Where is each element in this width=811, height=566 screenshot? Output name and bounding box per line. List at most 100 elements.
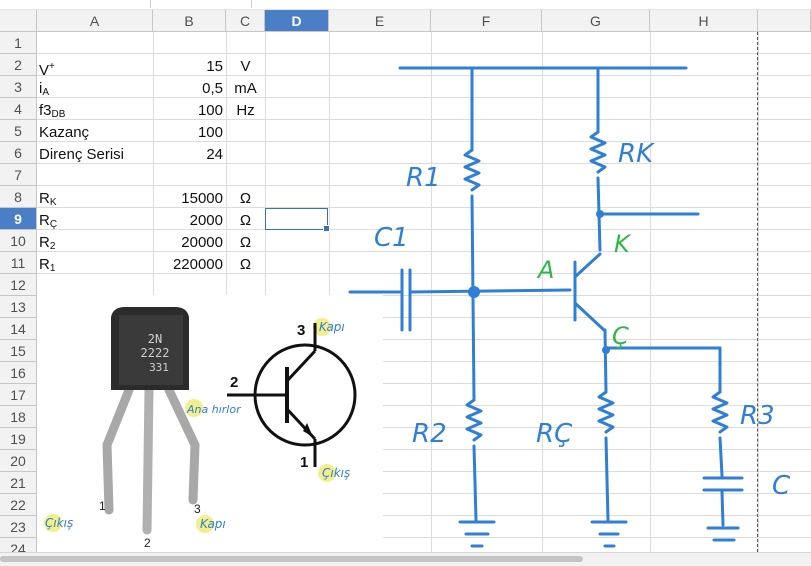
row-header-20[interactable]: 20 [0, 450, 37, 472]
grid-row-line [37, 493, 811, 494]
grid-row-line [37, 97, 811, 98]
pin-number-1: 1 [99, 499, 106, 513]
cell-c8[interactable]: Ω [239, 190, 252, 207]
pin-number-2: 2 [144, 536, 151, 550]
label-cikis-photo: Çıkış [45, 516, 73, 530]
cell-b3[interactable]: 0,5 [202, 80, 223, 97]
cell-b10[interactable]: 20000 [181, 234, 223, 251]
row-header-22[interactable]: 22 [0, 494, 37, 516]
row-header-11[interactable]: 11 [0, 252, 37, 274]
row-header-2[interactable]: 2 [0, 54, 37, 76]
cell-a2[interactable]: V+ [39, 61, 55, 79]
cell-a8[interactable]: RK [39, 190, 57, 208]
cell-a4[interactable]: f3DB [39, 102, 66, 120]
cell-b8[interactable]: 15000 [181, 190, 223, 207]
column-header-extra[interactable] [758, 10, 811, 32]
select-all-corner[interactable] [0, 10, 37, 32]
grid-row-line [37, 537, 811, 538]
row-header-7[interactable]: 7 [0, 164, 37, 186]
row-header-23[interactable]: 23 [0, 516, 37, 538]
npn-emitter-arrow [303, 423, 313, 437]
cell-b9[interactable]: 2000 [189, 212, 223, 229]
row-header-10[interactable]: 10 [0, 230, 37, 252]
cell-c2[interactable]: V [240, 58, 251, 75]
column-header-f[interactable]: F [431, 10, 542, 32]
cell-c4[interactable]: Hz [236, 102, 255, 119]
row-header-15[interactable]: 15 [0, 340, 37, 362]
npn-collector-line [285, 349, 317, 383]
grid-row-line [37, 383, 811, 384]
cell-b6[interactable]: 24 [206, 146, 223, 163]
cell-c3[interactable]: mA [234, 80, 257, 97]
row-header-19[interactable]: 19 [0, 428, 37, 450]
row-header-3[interactable]: 3 [0, 76, 37, 98]
toolbar-tab[interactable] [150, 0, 252, 8]
row-header-1[interactable]: 1 [0, 32, 37, 54]
active-cell-d9[interactable] [265, 208, 330, 232]
cell-a3[interactable]: iA [39, 80, 50, 98]
column-header-h[interactable]: H [650, 10, 758, 32]
cell-a11[interactable]: R1 [39, 256, 56, 274]
cell-a6[interactable]: Direnç Serisi [39, 146, 125, 163]
grid-column-line [542, 32, 543, 552]
highlight-cikis-left [44, 514, 62, 532]
cell-b5[interactable]: 100 [197, 124, 223, 141]
grid-row-line [37, 273, 811, 274]
cell-a10[interactable]: R2 [39, 234, 56, 252]
row-header-16[interactable]: 16 [0, 362, 37, 384]
row-header-6[interactable]: 6 [0, 142, 37, 164]
horizontal-scrollbar[interactable] [0, 552, 811, 566]
cell-c10[interactable]: Ω [239, 234, 252, 251]
grid-row-line [37, 405, 811, 406]
cell-c11[interactable]: Ω [239, 256, 252, 273]
page-break-line [757, 32, 758, 552]
grid-row-line [37, 229, 811, 230]
row-header-8[interactable]: 8 [0, 186, 37, 208]
symbol-pin-2: 2 [230, 374, 238, 391]
scrollbar-thumb[interactable] [0, 556, 583, 562]
column-header-e[interactable]: E [329, 10, 431, 32]
cell-a9[interactable]: RÇ [39, 212, 58, 230]
label-cikis-symbol: Çıkış [322, 466, 350, 480]
grid-row-line [37, 163, 811, 164]
symbol-pin-1: 1 [300, 454, 308, 471]
column-header-b[interactable]: B [153, 10, 226, 32]
row-header-13[interactable]: 13 [0, 296, 37, 318]
grid-row-line [37, 339, 811, 340]
grid-row-line [37, 119, 811, 120]
symbol-pin-3: 3 [297, 322, 305, 339]
grid-row-line [37, 53, 811, 54]
cell-b2[interactable]: 15 [206, 58, 223, 75]
transistor-face [119, 315, 183, 385]
column-header-d[interactable]: D [265, 10, 329, 32]
row-header-21[interactable]: 21 [0, 472, 37, 494]
column-header-a[interactable]: A [37, 10, 153, 32]
row-header-12[interactable]: 12 [0, 274, 37, 296]
transistor-image[interactable]: 2N 2222 331 1 2 3 Çıkış Kapı Ana hırlor … [37, 295, 383, 552]
label-kapi-symbol: Kapı [319, 320, 345, 334]
pin-number-3: 3 [194, 502, 201, 516]
column-header-c[interactable]: C [226, 10, 265, 32]
grid-row-line [37, 361, 811, 362]
cell-b4[interactable]: 100 [197, 102, 223, 119]
cell-b11[interactable]: 220000 [172, 256, 223, 273]
body-text-line-2: 2222 [141, 346, 170, 360]
row-header-5[interactable]: 5 [0, 120, 37, 142]
transistor-illustration: 2N 2222 331 1 2 3 Çıkış Kapı Ana hırlor … [44, 307, 357, 550]
row-header-14[interactable]: 14 [0, 318, 37, 340]
fill-handle[interactable] [323, 225, 330, 232]
grid-column-line [329, 32, 330, 552]
grid-column-line [431, 32, 432, 552]
grid-row-line [37, 295, 811, 296]
highlight-anahirlor [185, 399, 203, 417]
cell-a5[interactable]: Kazanç [39, 124, 90, 141]
row-header-17[interactable]: 17 [0, 384, 37, 406]
row-header-4[interactable]: 4 [0, 98, 37, 120]
row-header-9[interactable]: 9 [0, 208, 37, 230]
grid-row-line [37, 75, 811, 76]
row-header-18[interactable]: 18 [0, 406, 37, 428]
column-header-g[interactable]: G [542, 10, 650, 32]
grid-row-line [37, 317, 811, 318]
cell-c9[interactable]: Ω [239, 212, 252, 229]
grid-row-line [37, 141, 811, 142]
